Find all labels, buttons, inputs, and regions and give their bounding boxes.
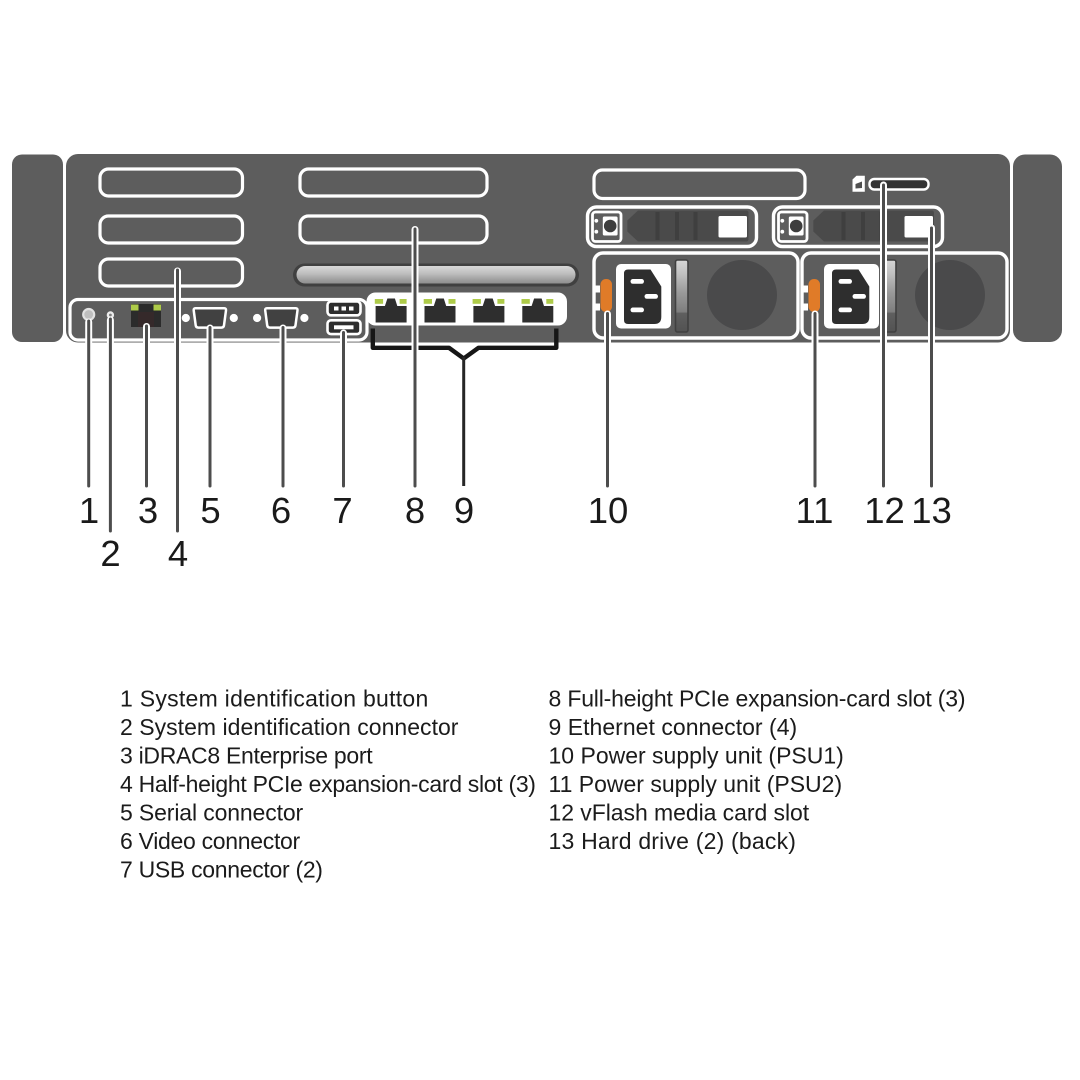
svg-text:1 System identification button: 1 System identification button — [120, 685, 429, 711]
svg-text:6: 6 — [271, 490, 291, 531]
svg-text:6 Video connector: 6 Video connector — [120, 828, 301, 854]
svg-text:9: 9 — [454, 490, 474, 531]
svg-text:5: 5 — [200, 490, 220, 531]
svg-text:1: 1 — [79, 490, 99, 531]
svg-text:4: 4 — [168, 533, 188, 574]
svg-text:11 Power supply unit (PSU2): 11 Power supply unit (PSU2) — [549, 771, 843, 797]
svg-text:8 Full-height PCIe expansion-c: 8 Full-height PCIe expansion-card slot (… — [549, 685, 966, 711]
svg-text:4 Half-height PCIe expansion-c: 4 Half-height PCIe expansion-card slot (… — [120, 771, 536, 797]
svg-text:3 iDRAC8 Enterprise port: 3 iDRAC8 Enterprise port — [120, 742, 373, 768]
svg-text:13 Hard drive (2) (back): 13 Hard drive (2) (back) — [549, 828, 797, 854]
svg-text:10 Power supply unit (PSU1): 10 Power supply unit (PSU1) — [549, 742, 844, 768]
svg-text:9 Ethernet connector (4): 9 Ethernet connector (4) — [549, 714, 798, 740]
svg-text:7: 7 — [332, 490, 352, 531]
svg-text:2: 2 — [100, 533, 120, 574]
svg-text:2 System identification connec: 2 System identification connector — [120, 714, 459, 740]
svg-text:5 Serial connector: 5 Serial connector — [120, 799, 304, 825]
svg-text:13: 13 — [911, 490, 952, 531]
svg-text:10: 10 — [588, 490, 629, 531]
svg-text:11: 11 — [796, 490, 834, 531]
svg-text:12 vFlash media card slot: 12 vFlash media card slot — [549, 799, 810, 825]
svg-text:3: 3 — [138, 490, 158, 531]
svg-text:8: 8 — [405, 490, 425, 531]
svg-text:12: 12 — [864, 490, 905, 531]
svg-text:7 USB connector (2): 7 USB connector (2) — [120, 856, 323, 882]
